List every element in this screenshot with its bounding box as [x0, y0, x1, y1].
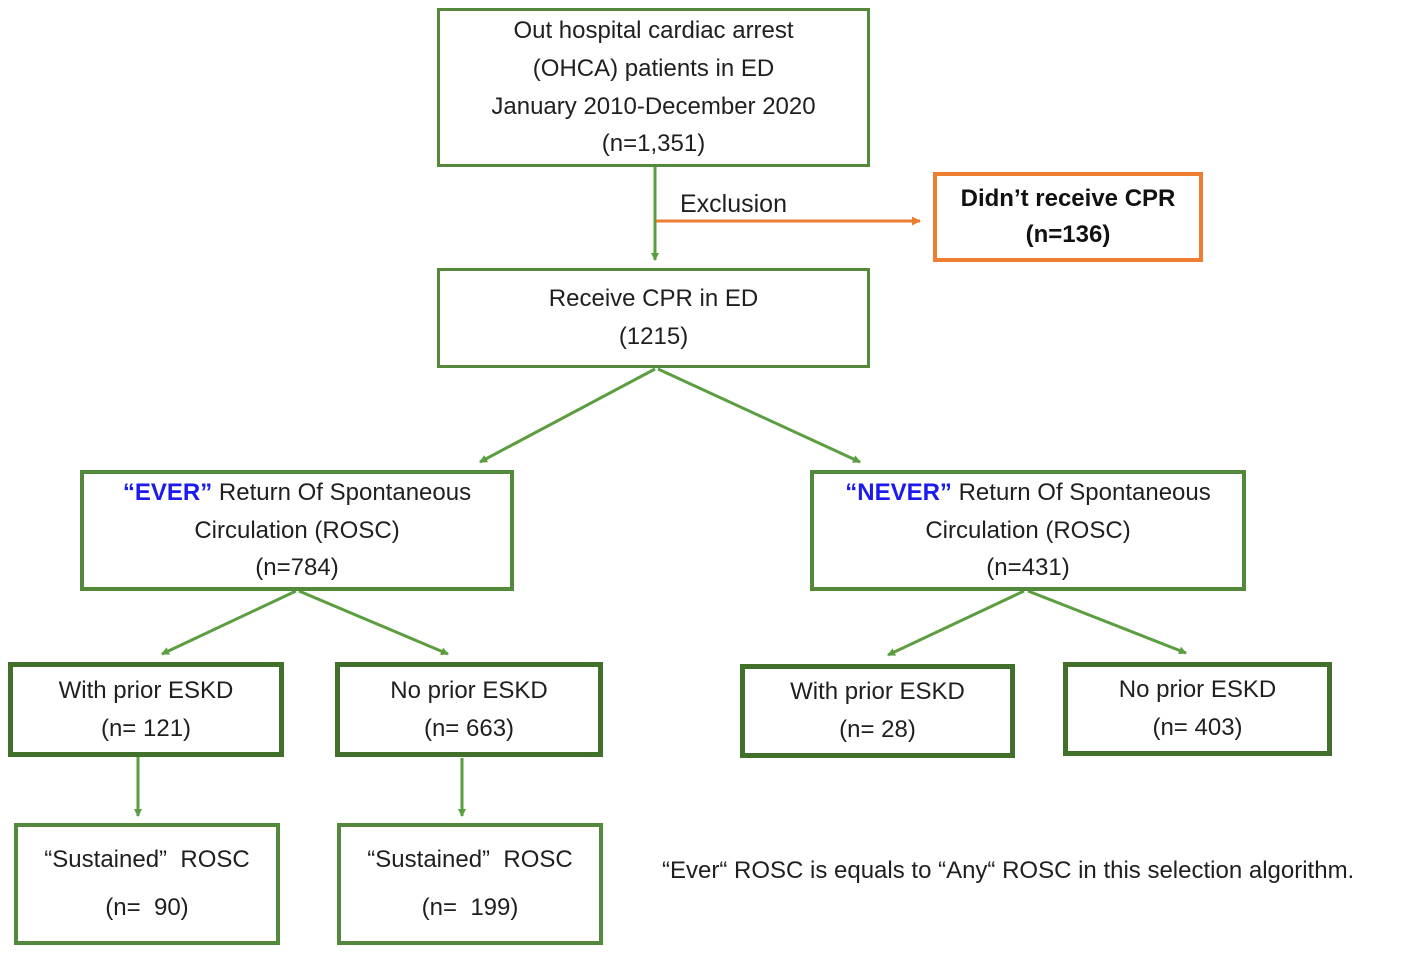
- node-ever-no-eskd: No prior ESKD (n= 663): [335, 662, 603, 757]
- node-never-rosc-line1: “NEVER” Return Of Spontaneous: [845, 474, 1211, 512]
- node-never-with-eskd: With prior ESKD (n= 28): [740, 664, 1015, 758]
- node-receive-cpr-line: (1215): [618, 323, 689, 350]
- node-never-no-eskd-line: No prior ESKD: [1118, 676, 1277, 704]
- node-ever-no-eskd-line: (n= 663): [423, 714, 515, 742]
- arrow-never-to-no-eskd: [1027, 589, 1187, 655]
- arrow-ever-to-with-eskd: [161, 589, 297, 656]
- node-ohca-line: Out hospital cardiac arrest: [513, 16, 794, 44]
- node-never-rosc-line3: (n=431): [986, 554, 1070, 582]
- node-didnt-receive-cpr-line: Didn’t receive CPR: [960, 185, 1176, 212]
- node-sustained-with-line: (n= 90): [105, 894, 189, 921]
- arrow-cpr-to-ever: [479, 367, 656, 464]
- node-ohca-line: January 2010-December 2020: [491, 92, 816, 120]
- node-didnt-receive-cpr-line: (n=136): [1025, 221, 1111, 248]
- node-sustained-rosc-with-eskd: “Sustained” ROSC (n= 90): [14, 823, 280, 945]
- node-ohca-line: (OHCA) patients in ED: [532, 54, 775, 82]
- ever-rest: Return Of Spontaneous: [212, 478, 472, 506]
- node-receive-cpr-line: Receive CPR in ED: [548, 285, 759, 313]
- never-highlight: “NEVER”: [845, 478, 952, 506]
- node-didnt-receive-cpr: Didn’t receive CPR (n=136): [933, 172, 1203, 262]
- node-ever-rosc-line2: Circulation (ROSC): [194, 516, 400, 544]
- exclusion-label: Exclusion: [680, 190, 787, 218]
- node-never-with-eskd-line: With prior ESKD: [790, 678, 965, 706]
- node-ever-rosc-line1: “EVER” Return Of Spontaneous: [123, 474, 471, 512]
- node-never-rosc-line2: Circulation (ROSC): [925, 516, 1131, 544]
- node-ohca-line: (n=1,351): [601, 130, 706, 158]
- node-sustained-with-line: “Sustained” ROSC: [44, 846, 250, 873]
- node-sustained-rosc-no-eskd: “Sustained” ROSC (n= 199): [337, 823, 603, 945]
- node-ever-with-eskd-line: (n= 121): [100, 714, 192, 742]
- arrow-cpr-to-never: [657, 367, 861, 464]
- arrow-never-to-with-eskd: [887, 589, 1025, 657]
- node-never-with-eskd-line: (n= 28): [839, 716, 916, 743]
- arrow-ever-to-no-eskd: [298, 589, 449, 656]
- footnote: “Ever“ ROSC is equals to “Any“ ROSC in t…: [662, 857, 1355, 884]
- never-rest: Return Of Spontaneous: [951, 478, 1211, 506]
- ever-highlight: “EVER”: [122, 478, 213, 506]
- node-ever-no-eskd-line: No prior ESKD: [390, 676, 548, 704]
- node-ever-rosc-line3: (n=784): [255, 554, 339, 582]
- node-ohca-patients: Out hospital cardiac arrest (OHCA) patie…: [437, 8, 870, 167]
- node-ever-with-eskd-line: With prior ESKD: [58, 676, 234, 704]
- node-never-no-eskd: No prior ESKD (n= 403): [1063, 662, 1332, 756]
- node-sustained-no-line: “Sustained” ROSC: [367, 846, 573, 873]
- node-never-rosc: “NEVER” Return Of Spontaneous Circulatio…: [810, 470, 1246, 591]
- node-sustained-no-line: (n= 199): [421, 894, 519, 921]
- node-never-no-eskd-line: (n= 403): [1152, 714, 1243, 741]
- node-receive-cpr: Receive CPR in ED (1215): [437, 268, 870, 368]
- node-ever-with-eskd: With prior ESKD (n= 121): [8, 662, 284, 757]
- node-ever-rosc: “EVER” Return Of Spontaneous Circulation…: [80, 470, 514, 591]
